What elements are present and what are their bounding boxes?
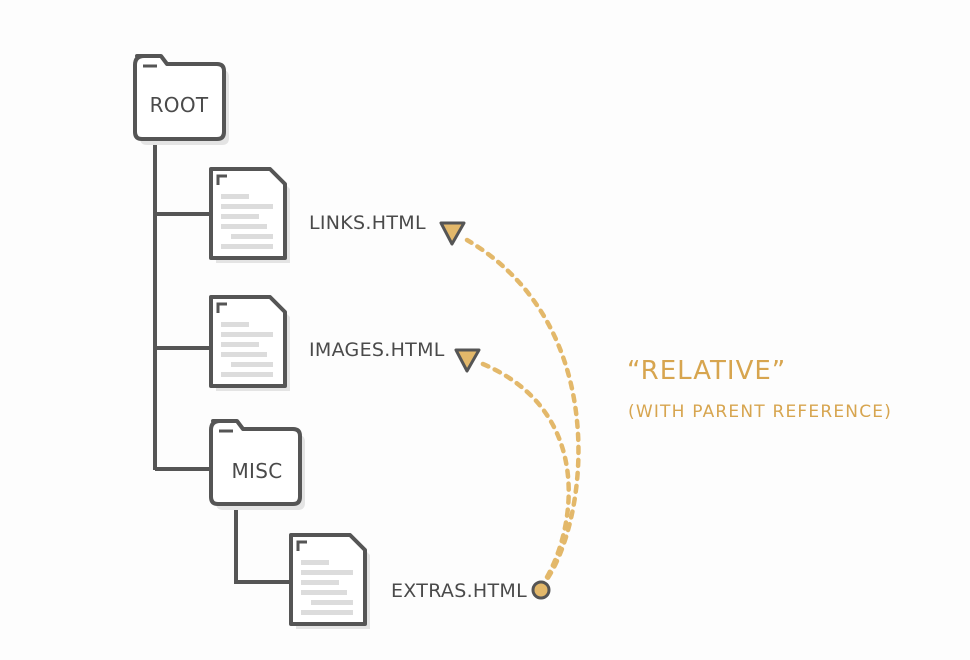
arrow-to-images-path: [475, 359, 571, 591]
images-file[interactable]: IMAGES.HTML: [209, 295, 445, 391]
document-icon: [289, 533, 370, 629]
origin-dot-icon: [531, 580, 551, 600]
folder-icon: [209, 419, 305, 510]
extras-file-label: EXTRAS.HTML: [391, 580, 527, 602]
relative-annotation-subtitle: (WITH PARENT REFERENCE): [628, 402, 892, 422]
root-folder[interactable]: ROOT: [133, 54, 229, 145]
arrowhead-images-icon: [454, 348, 481, 373]
links-file[interactable]: LINKS.HTML: [209, 167, 426, 263]
folder-icon: [133, 54, 229, 145]
extras-file[interactable]: EXTRAS.HTML: [289, 533, 527, 629]
arrowhead-links-icon: [439, 221, 466, 246]
misc-folder[interactable]: MISC: [209, 419, 305, 510]
document-icon: [209, 167, 290, 263]
document-icon: [209, 295, 290, 391]
images-file-label: IMAGES.HTML: [309, 339, 445, 361]
root-folder-label: ROOT: [150, 93, 209, 117]
tree-connectors: [153, 140, 292, 584]
relative-annotation-title: “RELATIVE”: [627, 356, 786, 386]
relative-path-arrows: [439, 221, 581, 600]
links-file-label: LINKS.HTML: [309, 212, 426, 234]
misc-folder-label: MISC: [231, 459, 282, 483]
